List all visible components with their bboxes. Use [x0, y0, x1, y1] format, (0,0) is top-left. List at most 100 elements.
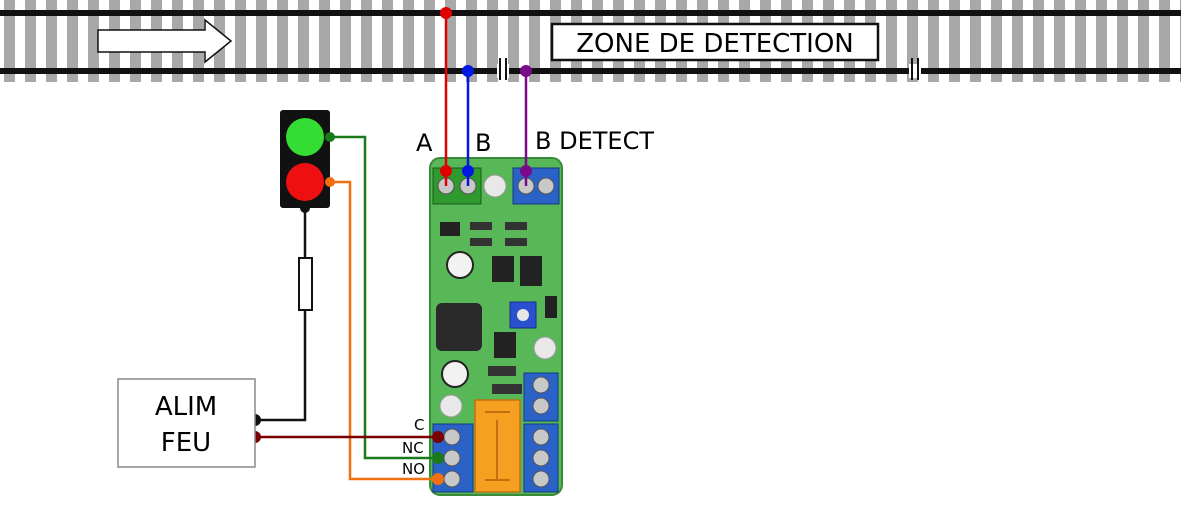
component-diode	[545, 296, 557, 318]
zone-label: ZONE DE DETECTION	[576, 29, 854, 59]
component-resistor	[505, 222, 527, 230]
capacitor	[441, 360, 469, 388]
detection-module	[429, 157, 563, 496]
wire-green	[330, 135, 438, 460]
component-chip	[520, 256, 542, 286]
track-sleeper	[1075, 0, 1086, 82]
rail-top	[0, 10, 1181, 16]
track-sleeper	[508, 0, 519, 82]
signal-wires: C NC NO	[249, 132, 444, 485]
capacitor	[446, 251, 474, 279]
label-b: B	[475, 129, 491, 157]
component-resistor	[488, 366, 516, 376]
track-wires: A B B DETECT	[416, 7, 654, 186]
wire-b-dot-bottom	[462, 165, 474, 177]
label-a: A	[416, 129, 433, 157]
track-sleeper	[466, 0, 477, 82]
label-no: NO	[402, 460, 425, 478]
track-sleeper	[256, 0, 267, 82]
power-supply-box	[117, 378, 256, 468]
track-sleeper	[424, 0, 435, 82]
wire-detect-dot-top	[520, 65, 532, 77]
screw-force-2	[532, 397, 550, 415]
power-label-line2: FEU	[161, 428, 211, 458]
track-sleeper	[928, 0, 939, 82]
wire-orange-dot-end	[432, 473, 444, 485]
track-sleeper	[403, 0, 414, 82]
track-sleeper	[949, 0, 960, 82]
wire-black-dot-signal	[300, 203, 310, 213]
track-sleeper	[1159, 0, 1170, 82]
wire-green-dot-start	[325, 132, 335, 142]
screw-detect-2	[537, 177, 555, 195]
track-sleeper	[361, 0, 372, 82]
wire-maroon-dot-c	[432, 431, 444, 443]
track-sleeper	[1012, 0, 1023, 82]
rail-gap-left	[497, 58, 509, 80]
track-sleeper	[4, 0, 15, 82]
direction-arrow-icon	[97, 18, 233, 64]
power-label-line1: ALIM	[155, 392, 217, 422]
screw-relay2-3	[532, 470, 550, 488]
screw-relay2-2	[532, 449, 550, 467]
screw-nc	[443, 449, 461, 467]
power-supply: ALIM FEU	[117, 378, 256, 468]
track-sleeper	[907, 0, 918, 82]
wire-a-dot-bottom	[440, 165, 452, 177]
screw-relay2-1	[532, 428, 550, 446]
track-sleeper	[529, 0, 540, 82]
signal-red-lamp	[286, 163, 324, 201]
label-b-detect: B DETECT	[535, 127, 654, 155]
wire-green-dot-end	[432, 452, 444, 464]
track-sleeper	[298, 0, 309, 82]
railway-track: ZONE DE DETECTION	[0, 0, 1181, 82]
track-sleeper	[277, 0, 288, 82]
track-sleeper	[88, 0, 99, 82]
mounting-hole	[533, 336, 557, 360]
track-sleeper	[970, 0, 981, 82]
track-sleeper	[1117, 0, 1128, 82]
track-sleeper	[319, 0, 330, 82]
rail-bottom	[0, 68, 1181, 74]
component-resistor	[470, 222, 492, 230]
wire-black-bottom	[255, 310, 307, 422]
zone-label-box	[550, 22, 880, 62]
wire-b-dot-top	[462, 65, 474, 77]
wire-detect-dot-bottom	[520, 165, 532, 177]
component-ic	[440, 222, 460, 236]
inductor	[436, 303, 482, 351]
track-sleeper	[886, 0, 897, 82]
component-diode	[492, 384, 522, 394]
label-c: C	[414, 416, 424, 434]
rail-gap-right	[909, 58, 921, 80]
wire-orange	[330, 180, 438, 481]
label-nc: NC	[402, 439, 424, 457]
component-resistor	[470, 238, 492, 246]
screw-force-1	[532, 376, 550, 394]
track-sleeper	[340, 0, 351, 82]
resistor-icon	[298, 257, 313, 311]
track-sleeper	[991, 0, 1002, 82]
track-sleeper	[1033, 0, 1044, 82]
track-sleeper	[487, 0, 498, 82]
track-sleeper	[67, 0, 78, 82]
component-resistor	[505, 238, 527, 246]
mounting-hole	[439, 394, 463, 418]
track-sleeper	[1096, 0, 1107, 82]
component-chip	[492, 256, 514, 282]
screw-c	[443, 428, 461, 446]
track-sleeper	[445, 0, 456, 82]
track-sleeper	[1138, 0, 1149, 82]
wire-a-dot-top	[440, 7, 452, 19]
track-sleeper	[25, 0, 36, 82]
screw-no	[443, 470, 461, 488]
potentiometer-knob	[517, 309, 529, 321]
track-sleeper	[235, 0, 246, 82]
track-sleeper	[46, 0, 57, 82]
track-sleeper	[382, 0, 393, 82]
wire-orange-dot-start	[325, 177, 335, 187]
signal-light	[280, 110, 330, 208]
component-chip	[494, 332, 516, 358]
